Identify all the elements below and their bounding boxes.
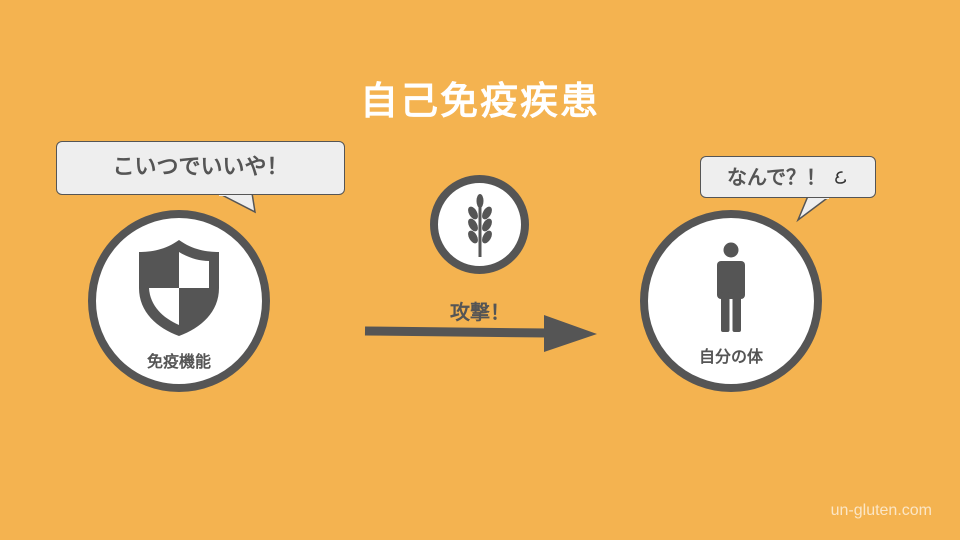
person-icon (717, 242, 745, 332)
body-label: 自分の体 (698, 347, 763, 366)
bubble-tail-right (796, 195, 833, 223)
immune-circle: 免疫機能 (88, 210, 270, 392)
wheat-icon (468, 194, 492, 257)
shield-icon (139, 240, 219, 336)
sweat-drop-icon (835, 171, 847, 184)
attack-arrow (364, 315, 597, 352)
attack-label: 攻撃！ (450, 300, 510, 324)
body-speech-bubble: なんで？！ (700, 156, 876, 198)
body-circle: 自分の体 (640, 210, 822, 392)
wheat-circle (430, 175, 529, 274)
immune-speech-text: こいつでいいや！ (112, 155, 289, 180)
page-title: 自己免疫疾患 (359, 79, 600, 123)
body-speech-text: なんで？！ (727, 165, 827, 189)
immune-label: 免疫機能 (146, 352, 211, 371)
immune-speech-bubble: こいつでいいや！ (56, 141, 345, 195)
site-watermark: un-gluten.com (830, 502, 932, 519)
